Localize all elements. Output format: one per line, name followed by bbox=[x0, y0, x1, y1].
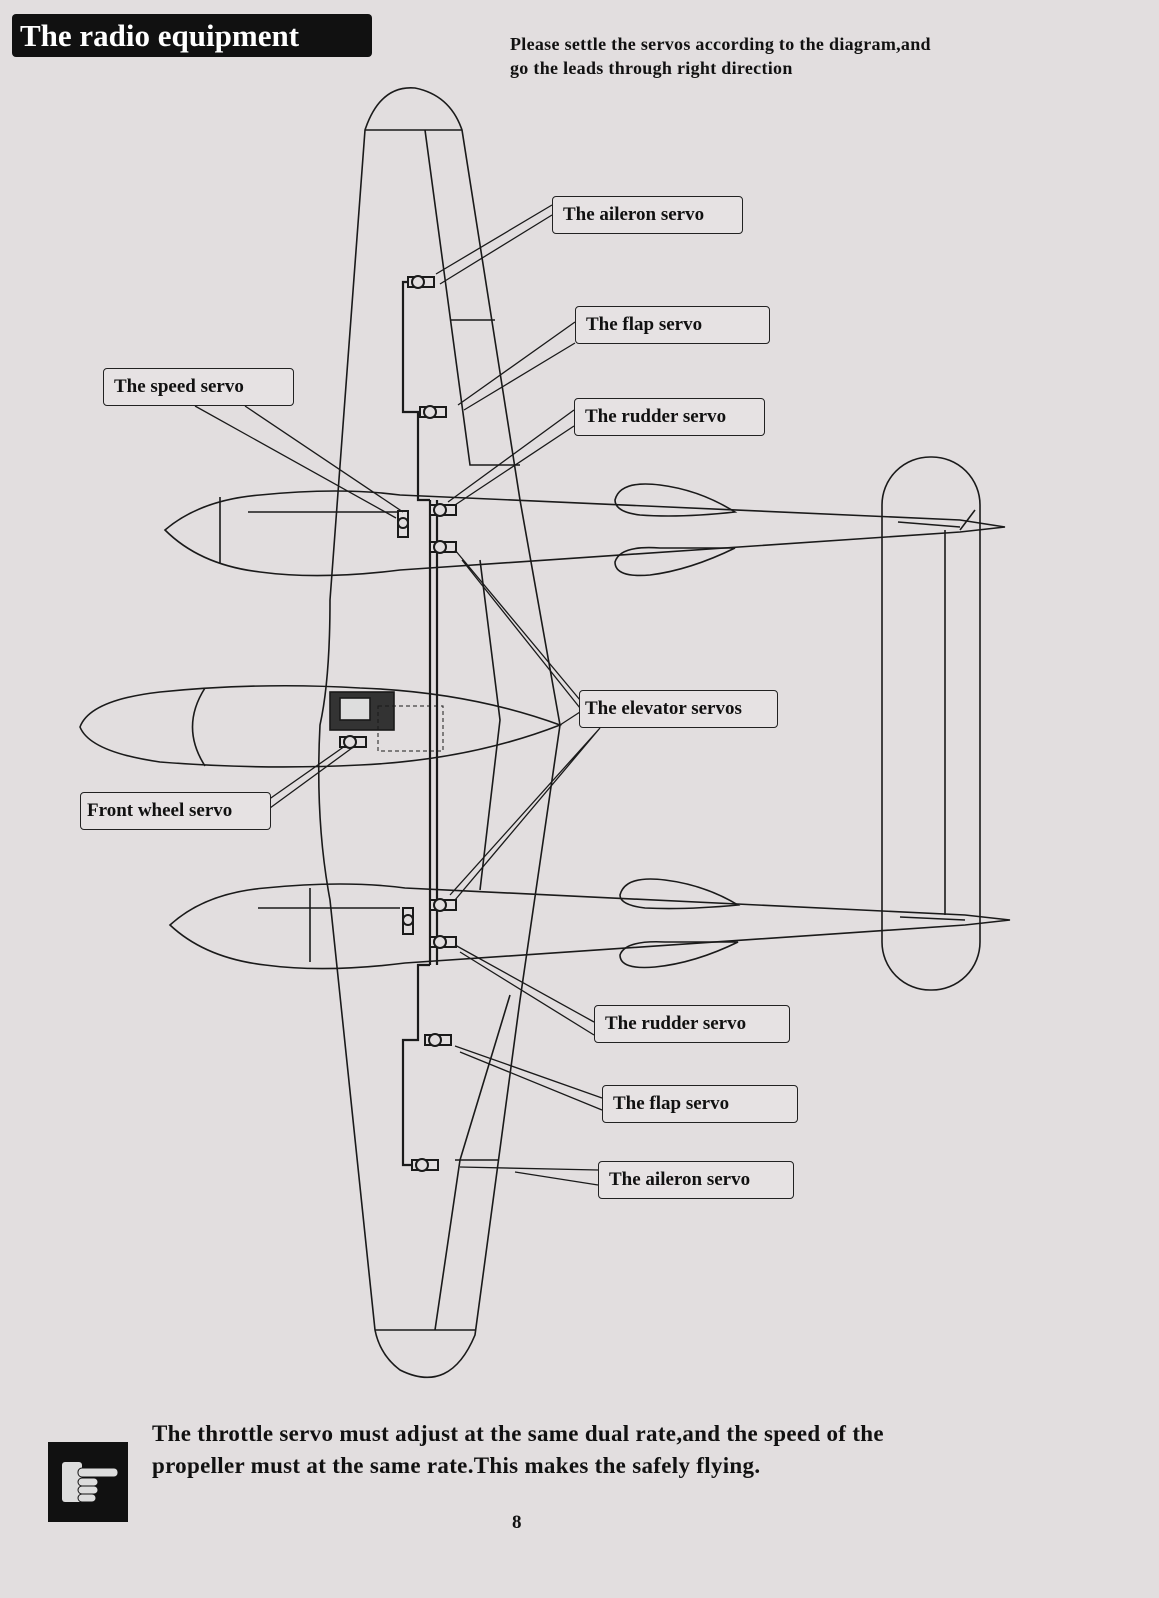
servo-leads bbox=[401, 280, 439, 1167]
tailplane bbox=[881, 456, 981, 991]
note-line-2: propeller must at the same rate.This mak… bbox=[152, 1453, 761, 1478]
label-rudder-servo-bottom: The rudder servo bbox=[594, 1005, 790, 1043]
note-line-1: The throttle servo must adjust at the sa… bbox=[152, 1421, 884, 1446]
label-aileron-servo-top: The aileron servo bbox=[552, 196, 743, 234]
instruction-line-2: go the leads through right direction bbox=[510, 58, 793, 78]
label-speed-servo: The speed servo bbox=[103, 368, 294, 406]
page-number: 8 bbox=[512, 1512, 522, 1533]
wing-outline bbox=[317, 87, 561, 1379]
label-elevator-servos: The elevator servos bbox=[579, 690, 778, 728]
pointing-hand-icon bbox=[48, 1442, 128, 1522]
instruction-line-1: Please settle the servos according to th… bbox=[510, 34, 931, 54]
lower-boom bbox=[168, 883, 1011, 970]
label-flap-servo-bottom: The flap servo bbox=[602, 1085, 798, 1123]
upper-boom bbox=[163, 490, 1006, 577]
label-flap-servo-top: The flap servo bbox=[575, 306, 770, 344]
label-rudder-servo-top: The rudder servo bbox=[574, 398, 765, 436]
page-title: The radio equipment bbox=[12, 14, 372, 57]
safety-note: The throttle servo must adjust at the sa… bbox=[152, 1418, 884, 1482]
leader-lines bbox=[194, 204, 603, 1186]
servo-symbols bbox=[339, 275, 457, 1172]
instruction-text: Please settle the servos according to th… bbox=[510, 32, 931, 80]
label-aileron-servo-bottom: The aileron servo bbox=[598, 1161, 794, 1199]
label-front-wheel-servo: Front wheel servo bbox=[80, 792, 271, 830]
